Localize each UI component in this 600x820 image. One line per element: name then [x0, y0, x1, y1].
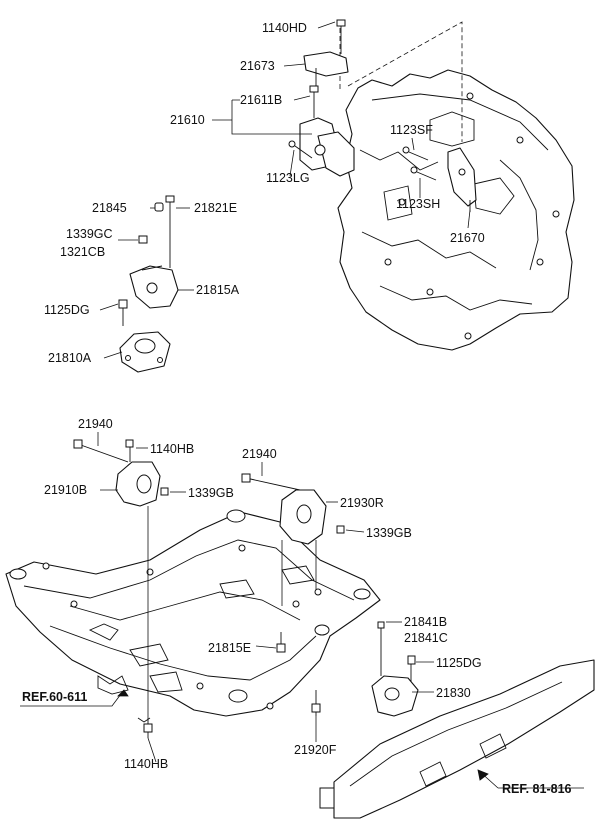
bracket-21670	[447, 147, 477, 212]
label-21810A: 21810A	[48, 351, 92, 365]
reference-line-top	[339, 20, 463, 142]
label-21670: 21670	[450, 231, 485, 245]
mount-21930R-group	[241, 473, 345, 606]
subframe	[5, 509, 381, 717]
label-21610: 21610	[170, 113, 205, 127]
label-1123SH: 1123SH	[396, 197, 440, 211]
label-21930R: 21930R	[340, 496, 384, 510]
mount-21910B-group	[73, 439, 169, 723]
label-21940-mid: 21940	[242, 447, 277, 461]
label-21830: 21830	[436, 686, 471, 700]
bolts-1123	[288, 140, 437, 181]
engine-block	[337, 69, 575, 351]
leader-lines	[20, 21, 584, 789]
side-rail	[319, 659, 595, 819]
label-21845: 21845	[92, 201, 127, 215]
ref-label-left[interactable]: REF.60-611	[22, 690, 87, 704]
label-1140HB-top: 1140HB	[150, 442, 194, 456]
bracket-21610	[299, 19, 355, 177]
label-1125DG-bottom: 1125DG	[436, 656, 482, 670]
label-21940-left: 21940	[78, 417, 113, 431]
bolt-21920F	[311, 690, 321, 716]
label-21910B: 21910B	[44, 483, 87, 497]
label-1140HB-bottom: 1140HB	[124, 757, 168, 771]
label-1125DG-top: 1125DG	[44, 303, 90, 317]
label-21815A: 21815A	[196, 283, 240, 297]
mount-21830-group	[371, 621, 419, 717]
bolt-1140HB-bottom	[143, 718, 153, 738]
label-1123LG: 1123LG	[266, 171, 310, 185]
label-21841B: 21841B	[404, 615, 447, 629]
label-21841C: 21841C	[404, 631, 448, 645]
label-21611B: 21611B	[240, 93, 282, 107]
part-labels: 1140HD 21673 21611B 21610 1123SF 1123LG …	[22, 21, 572, 796]
label-21815E: 21815E	[208, 641, 251, 655]
label-21673: 21673	[240, 59, 275, 73]
label-21920F: 21920F	[294, 743, 337, 757]
mount-21810A-group	[118, 195, 179, 373]
label-1123SF: 1123SF	[390, 123, 433, 137]
label-21821E: 21821E	[194, 201, 237, 215]
bolt-21815E	[276, 632, 286, 653]
label-1140HD: 1140HD	[262, 21, 307, 35]
label-1339GB-left: 1339GB	[188, 486, 234, 500]
label-1321CB: 1321CB	[60, 245, 105, 259]
ref-label-right[interactable]: REF. 81-816	[502, 782, 572, 796]
label-1339GC: 1339GC	[66, 227, 113, 241]
label-1339GB-right: 1339GB	[366, 526, 412, 540]
